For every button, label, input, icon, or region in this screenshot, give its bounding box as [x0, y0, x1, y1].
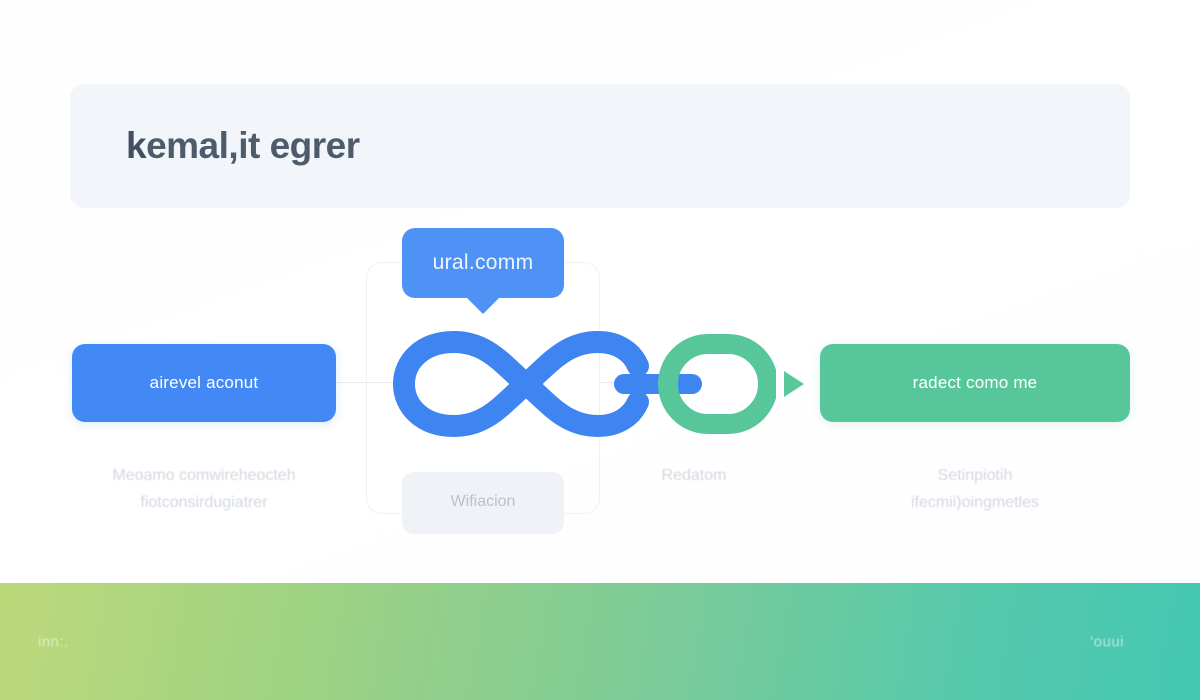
mid-badge-label: Wifiacion [450, 493, 516, 510]
caption-right-line2: ifecmii)oingmetles [910, 494, 1040, 511]
caption-left-line2: fiotconsirdugiatrer [140, 494, 268, 511]
caption-left-line1: Meoamo comwireheocteh [112, 467, 296, 484]
play-arrow-icon [784, 371, 804, 397]
mid-badge-box [402, 472, 564, 534]
diagram-canvas: airevel aconut ural.comm radect como me [0, 210, 1200, 570]
node-right-pill-label: radect como me [912, 373, 1038, 392]
connector-line-left [336, 382, 402, 384]
footer-left-text: inn:. [38, 633, 69, 650]
node-right-pill[interactable]: radect como me [820, 344, 1130, 422]
caption-right-line1: Setinpiotih [937, 467, 1013, 484]
page-title: kemal,it egrer [126, 125, 360, 166]
node-left-pill[interactable]: airevel aconut [72, 344, 336, 422]
tooltip-label: ural.comm [432, 251, 534, 274]
caption-left: Meoamo comwireheocteh fiotconsirdugiatre… [72, 462, 336, 516]
tooltip-tail [463, 294, 503, 314]
tooltip-bubble[interactable]: ural.comm [402, 228, 564, 314]
caption-right: Setinpiotih ifecmii)oingmetles [820, 462, 1130, 516]
caption-arrow-label: Redatom [661, 467, 727, 484]
footer-bar: inn:. 'ouui [0, 583, 1200, 700]
infinity-link-icon [392, 328, 778, 440]
node-left-pill-label: airevel aconut [149, 373, 259, 392]
footer-right-text: 'ouui [1090, 633, 1124, 650]
header-panel: kemal,it egrer [70, 84, 1130, 208]
